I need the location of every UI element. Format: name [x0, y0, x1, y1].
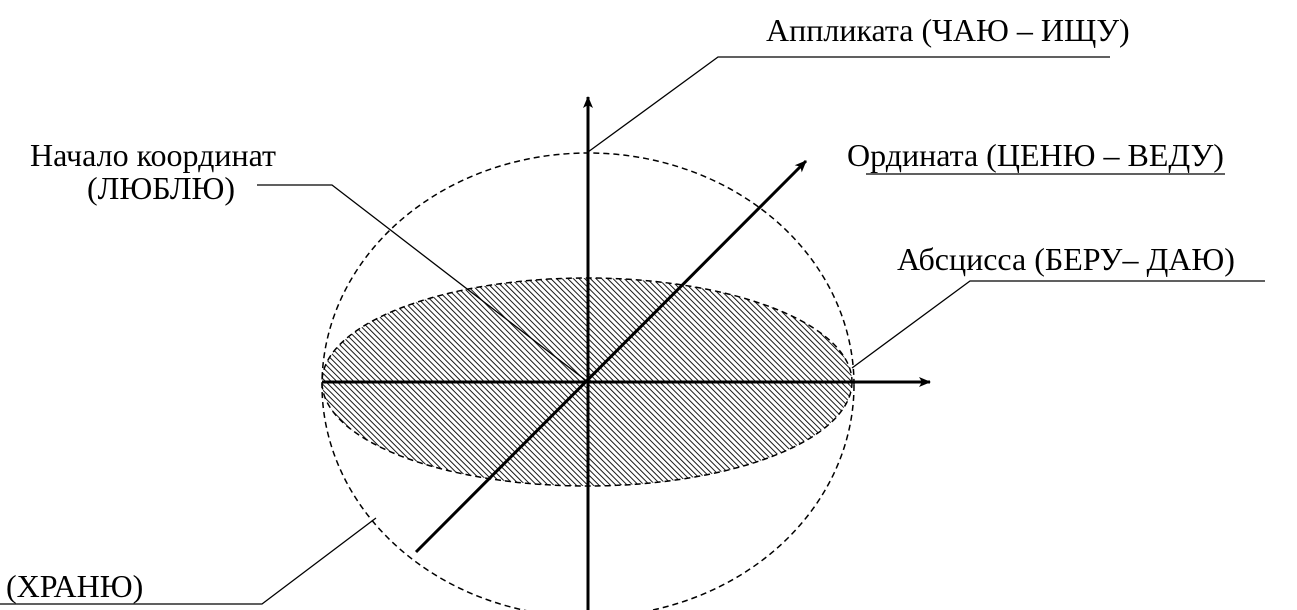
sphere-leader-line [0, 517, 377, 605]
origin-label-line2: (ЛЮБЛЮ) [87, 170, 235, 206]
abscissa-label: Абсцисса (БЕРУ– ДАЮ) [897, 241, 1235, 277]
sphere-label: (ХРАНЮ) [6, 568, 143, 604]
origin-label-line1: Начало координат [30, 137, 276, 173]
origin-leader-line [257, 184, 589, 383]
ordinate-axis [414, 159, 808, 554]
abscissa-leader-line [851, 280, 1265, 369]
applicate-leader-line [587, 56, 1110, 153]
applicate-label: Аппликата (ЧАЮ – ИЩУ) [766, 12, 1130, 48]
ordinate-label: Ордината (ЦЕНЮ – ВЕДУ) [847, 137, 1224, 173]
